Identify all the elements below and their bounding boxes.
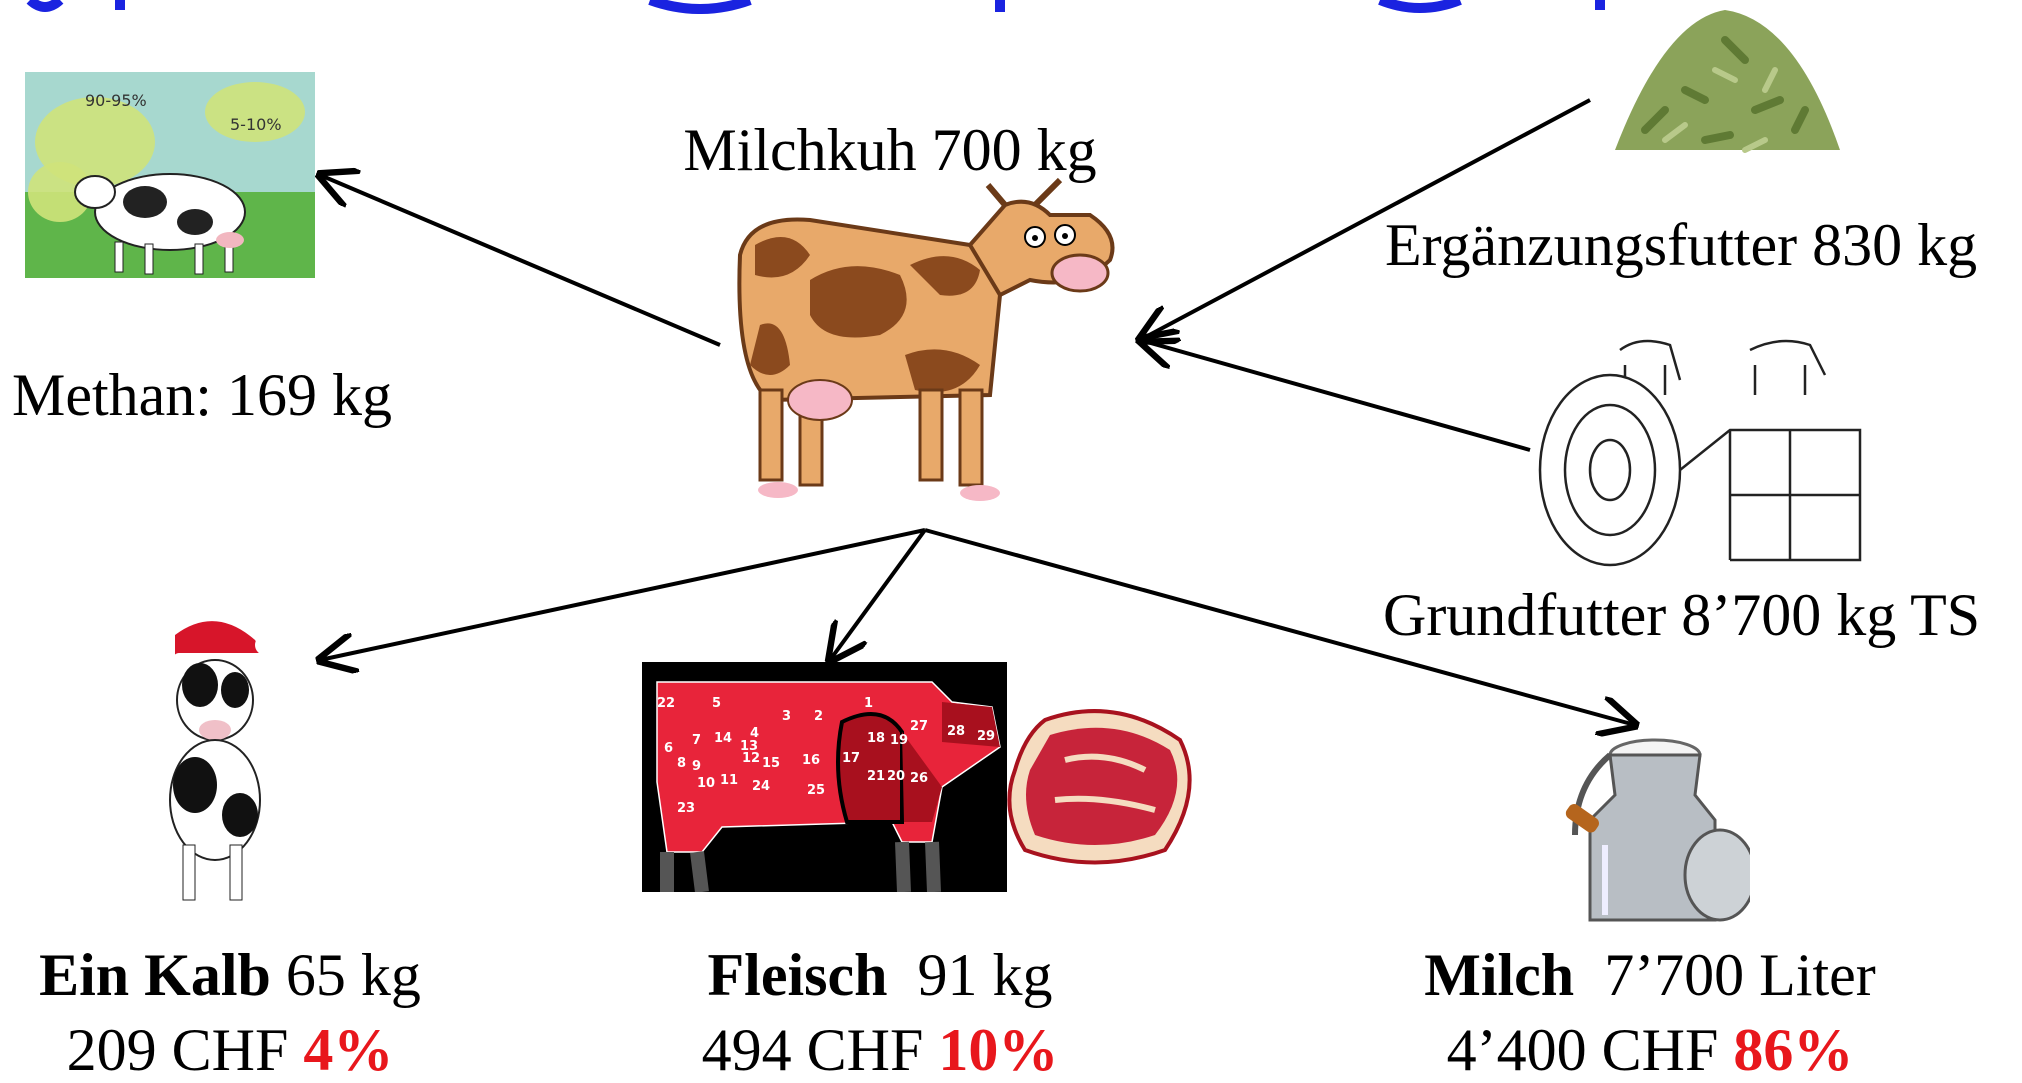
- meat-amount: 91 kg: [887, 942, 1052, 1008]
- methane-cow-image: 90-95% 5-10%: [25, 72, 315, 278]
- milk-share: 86%: [1733, 1017, 1853, 1083]
- cut-number: 29: [977, 729, 995, 744]
- dairy-cow-image: [730, 175, 1130, 510]
- calf-share: 4%: [303, 1017, 393, 1083]
- cut-number: 19: [890, 733, 908, 748]
- cloud-label-left: 90-95%: [85, 91, 147, 110]
- cut-number: 15: [762, 756, 780, 771]
- arrow-to-meat: [830, 530, 925, 660]
- calf-value: 209 CHF 4%: [0, 1020, 460, 1080]
- methane-label: Methan: 169 kg: [12, 365, 392, 425]
- cut-number: 17: [842, 751, 860, 766]
- steak-image: [1005, 700, 1200, 870]
- milk-can-image: [1535, 725, 1750, 930]
- cut-number: 3: [782, 709, 791, 724]
- meat-share: 10%: [938, 1017, 1058, 1083]
- cut-number: 11: [720, 773, 738, 788]
- cloud-label-right: 5-10%: [230, 115, 282, 134]
- hay-bales-image: [1530, 320, 1870, 580]
- milk-name: Milch: [1424, 942, 1574, 1008]
- meat-label: Fleisch 91 kg: [650, 945, 1110, 1005]
- cut-number: 14: [714, 731, 732, 746]
- cut-number: 1: [864, 696, 873, 711]
- cut-number: 24: [752, 779, 770, 794]
- cut-number: 20: [887, 769, 905, 784]
- cut-number: 5: [712, 696, 721, 711]
- arrow-from-roughage: [1140, 340, 1530, 450]
- pellet-feed-image: [1605, 0, 1845, 190]
- meat-name: Fleisch: [708, 942, 888, 1008]
- cut-number: 13: [740, 739, 758, 754]
- cut-number: 6: [664, 741, 673, 756]
- calf-price: 209 CHF: [67, 1017, 304, 1083]
- cut-number: 7: [692, 733, 701, 748]
- cut-number: 26: [910, 771, 928, 786]
- cut-number: 23: [677, 801, 695, 816]
- calf-image: [135, 615, 315, 905]
- cut-number: 27: [910, 719, 928, 734]
- milk-amount: 7’700 Liter: [1574, 942, 1876, 1008]
- cut-number: 18: [867, 731, 885, 746]
- cut-number: 9: [692, 759, 701, 774]
- arrow-to-methane: [320, 175, 720, 345]
- supplement-label: Ergänzungsfutter 830 kg: [1385, 215, 1977, 275]
- calf-name: Ein Kalb: [39, 942, 271, 1008]
- milk-price: 4’400 CHF: [1447, 1017, 1734, 1083]
- cow-label: Milchkuh 700 kg: [660, 120, 1120, 180]
- cut-number: 8: [677, 756, 686, 771]
- cut-number: 2: [814, 709, 823, 724]
- cut-number: 25: [807, 783, 825, 798]
- calf-label: Ein Kalb 65 kg: [0, 945, 460, 1005]
- cut-number: 22: [657, 696, 675, 711]
- milk-label: Milch 7’700 Liter: [1370, 945, 1930, 1005]
- meat-price: 494 CHF: [702, 1017, 939, 1083]
- cut-number: 16: [802, 753, 820, 768]
- milk-value: 4’400 CHF 86%: [1370, 1020, 1930, 1080]
- roughage-label: Grundfutter 8’700 kg TS: [1383, 585, 1980, 645]
- calf-amount: 65 kg: [271, 942, 421, 1008]
- arrow-to-calf: [320, 530, 925, 660]
- cut-number: 10: [697, 776, 715, 791]
- cut-number: 21: [867, 769, 885, 784]
- meat-value: 494 CHF 10%: [650, 1020, 1110, 1080]
- cut-number: 28: [947, 724, 965, 739]
